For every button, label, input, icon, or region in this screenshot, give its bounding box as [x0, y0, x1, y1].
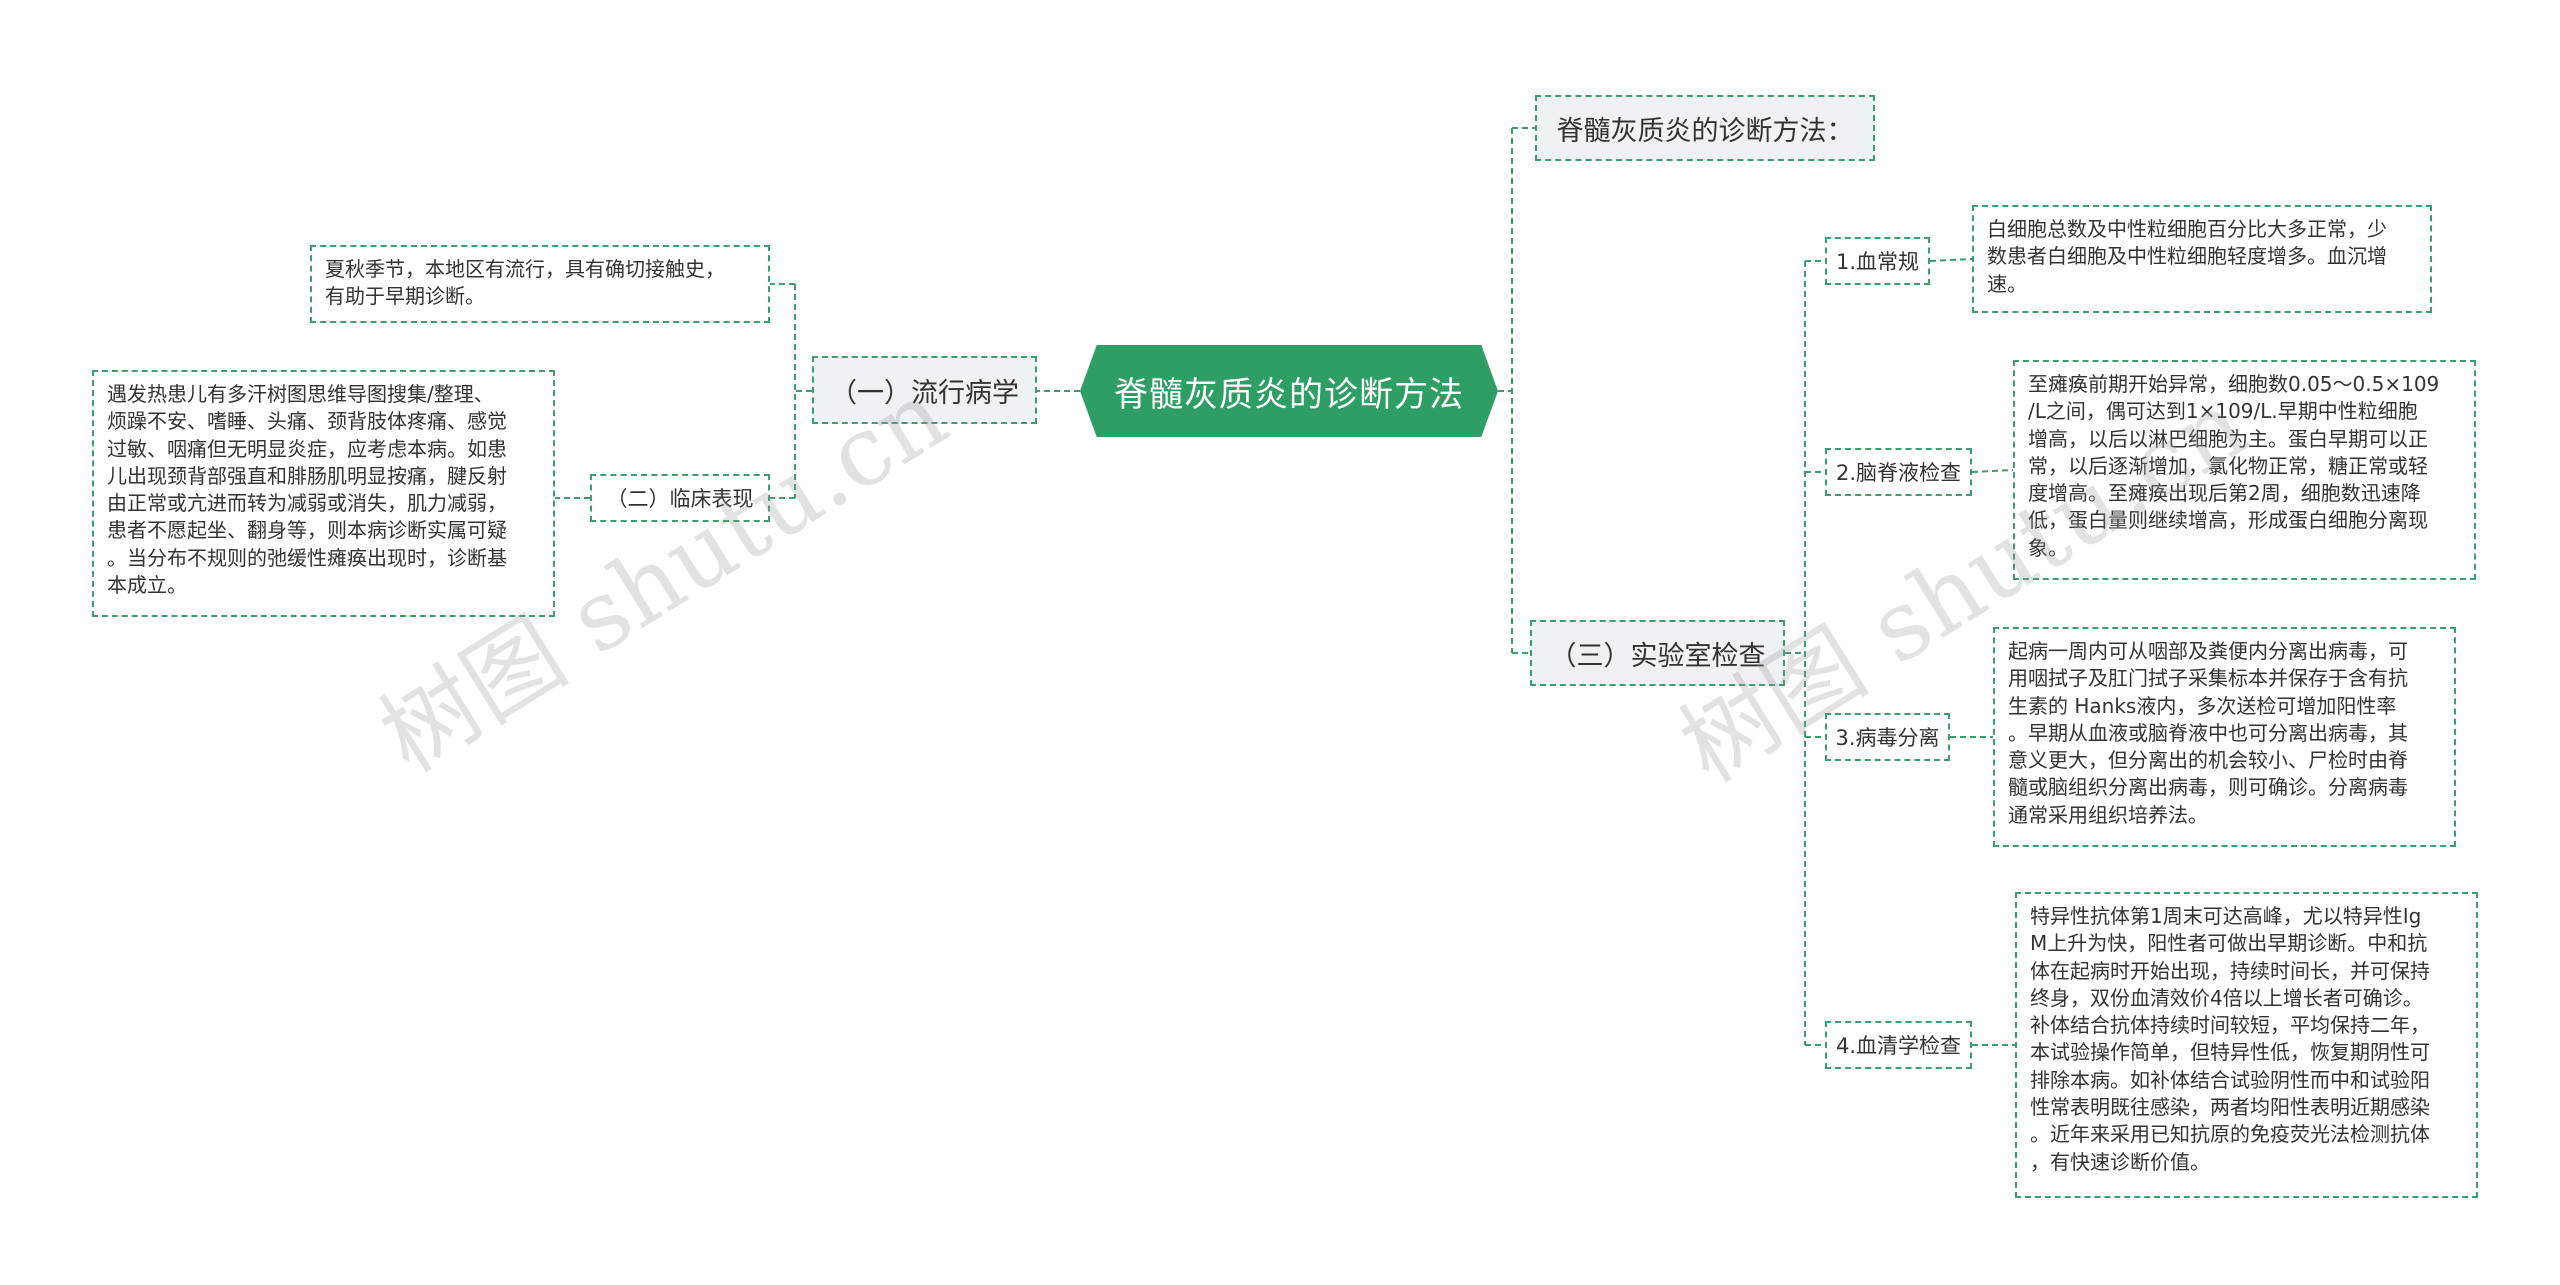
branch-clinical[interactable]: （二）临床表现	[590, 474, 770, 522]
branch-epidemiology[interactable]: （一）流行病学	[812, 356, 1037, 424]
lab-text-virus-isolation: 起病一周内可从咽部及粪便内分离出病毒，可 用咽拭子及肛门拭子采集标本并保存于含有…	[1993, 627, 2456, 847]
lab-item-virus-isolation[interactable]: 3.病毒分离	[1825, 713, 1950, 761]
lab-item-csf[interactable]: 2.脑脊液检查	[1825, 448, 1972, 496]
edge-item2-text	[1971, 469, 2014, 473]
lab-text-csf: 至瘫痪前期开始异常，细胞数0.05～0.5×109 /L之间，偶可达到1×109…	[2013, 360, 2476, 580]
leaf-epidemiology-text: 夏秋季节，本地区有流行，具有确切接触史， 有助于早期诊断。	[310, 245, 770, 323]
branch-lab[interactable]: （三）实验室检查	[1530, 620, 1785, 686]
lab-text-serology: 特异性抗体第1周末可达高峰，尤以特异性Ig M上升为快，阳性者可做出早期诊断。中…	[2015, 892, 2478, 1198]
lab-item-serology[interactable]: 4.血清学检查	[1825, 1021, 1972, 1069]
root-node[interactable]: 脊髓灰质炎的诊断方法	[1080, 345, 1498, 437]
branch-intro[interactable]: 脊髓灰质炎的诊断方法：	[1535, 95, 1875, 161]
edge-item1-text	[1929, 258, 1973, 262]
lab-item-blood-routine[interactable]: 1.血常规	[1825, 237, 1930, 285]
lab-text-blood-routine: 白细胞总数及中性粒细胞百分比大多正常，少 数患者白细胞及中性粒细胞轻度增多。血沉…	[1972, 205, 2432, 313]
leaf-clinical-text: 遇发热患儿有多汗树图思维导图搜集/整理、 烦躁不安、嗜睡、头痛、颈背肢体疼痛、感…	[92, 370, 555, 617]
